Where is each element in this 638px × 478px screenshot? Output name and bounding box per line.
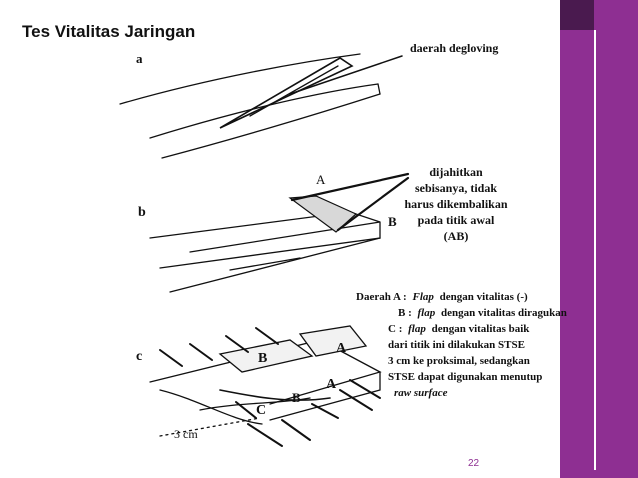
panel-c-front-edge: [269, 371, 381, 421]
note-line-1: dijahitkan: [429, 165, 483, 179]
pointer-to-b: [336, 176, 410, 232]
flap-c-curve: [219, 389, 331, 401]
ruler-tick-4: [255, 327, 279, 345]
flap-a-top-label: A: [336, 341, 347, 356]
ruler-tick-3: [225, 335, 249, 353]
flap-b-label: B: [258, 351, 267, 366]
ruler-tick-2: [189, 343, 213, 361]
point-c-label: C: [256, 403, 266, 418]
panel-c-label: c: [136, 349, 142, 364]
point-a-label: A: [316, 172, 326, 187]
panel-b-inner-line: [229, 257, 301, 271]
panel-b-flap: [288, 195, 358, 233]
page-number: 22: [468, 458, 480, 469]
ruler-tick-7: [281, 419, 311, 441]
annotation-pointer-a: [289, 55, 403, 95]
right-accent-line: [594, 30, 596, 470]
ruler-tick-10: [349, 379, 381, 399]
legend-line-5: 3 cm ke proksimal, sedangkan: [388, 355, 530, 367]
note-line-4: pada titik awal: [418, 213, 495, 227]
scale-label: 3 cm: [174, 427, 198, 441]
point-b-lower-label: B: [292, 390, 301, 405]
legend-line-6: STSE dapat digunakan menutup: [388, 371, 542, 383]
legend-line-3: C : flap dengan vitalitas baik: [388, 323, 530, 335]
degloving-wedge: [219, 57, 354, 129]
panel-c-skin-curve: [159, 389, 263, 425]
legend-line-1: Daerah A : Flap dengan vitalitas (-): [356, 291, 528, 303]
note-line-5: (AB): [444, 229, 469, 243]
ruler-tick-8: [311, 403, 339, 419]
flap-inner-curve: [199, 397, 311, 411]
right-accent-bar: [560, 0, 638, 478]
panel-a-lower-curve: [161, 93, 381, 159]
ruler-tick-5: [235, 401, 257, 419]
panel-b-top-face: [149, 211, 381, 253]
panel-a-label: a: [136, 51, 143, 66]
panel-a-upper-curve: [119, 53, 361, 105]
legend-line-4: dari titik ini dilakukan STSE: [388, 339, 525, 351]
legend-line-7: raw surface: [394, 387, 448, 399]
panel-b-lower-line: [169, 237, 381, 293]
note-line-3: harus dikembalikan: [404, 197, 507, 211]
note-line-2: sebisanya, tidak: [415, 181, 497, 195]
dotted-line: [159, 417, 261, 437]
degloving-inner-line: [249, 65, 339, 117]
flap-b-shape: [218, 339, 314, 373]
panel-b-front-edge: [159, 221, 381, 269]
point-b-label: B: [388, 214, 397, 229]
ruler-tick-6: [247, 423, 283, 447]
legend-line-2: B : flap dengan vitalitas diragukan: [398, 307, 567, 319]
flap-a-shape: [298, 325, 368, 357]
panel-b-label: b: [138, 205, 146, 220]
pointer-to-a: [290, 172, 410, 202]
ruler-tick-1: [159, 349, 183, 367]
right-accent-corner: [560, 0, 594, 30]
panel-a-edge: [377, 83, 381, 95]
ruler-tick-9: [339, 389, 373, 411]
degloving-annotation: daerah degloving: [410, 41, 498, 55]
flap-a-lower-label: A: [326, 377, 337, 392]
slide-title: Tes Vitalitas Jaringan: [22, 22, 196, 41]
panel-a-middle-curve: [149, 83, 379, 139]
